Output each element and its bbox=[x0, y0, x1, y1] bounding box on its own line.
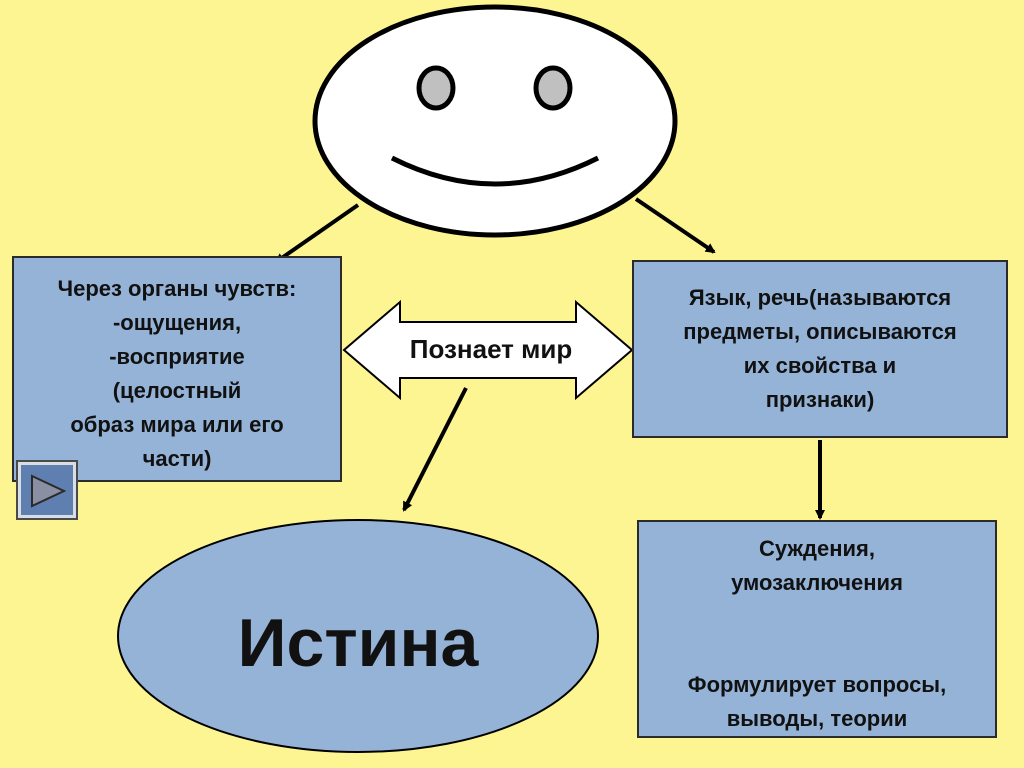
senses-line-1: Через органы чувств: bbox=[57, 276, 297, 301]
play-button[interactable] bbox=[16, 460, 78, 520]
judgments-line-2: умозаключения bbox=[731, 570, 903, 595]
truth-ellipse bbox=[117, 519, 599, 753]
senses-line-3: -восприятие bbox=[109, 344, 245, 369]
judgments-box: Суждения, умозаключения Формулирует вопр… bbox=[637, 520, 997, 738]
language-box: Язык, речь(называются предметы, описываю… bbox=[632, 260, 1008, 438]
language-line-2: предметы, описываются bbox=[683, 319, 957, 344]
judgments-line-4: выводы, теории bbox=[726, 706, 908, 731]
play-icon bbox=[31, 474, 67, 508]
language-line-3: их свойства и bbox=[743, 353, 897, 378]
arrow-face-to-senses bbox=[274, 203, 360, 264]
left-eye bbox=[416, 65, 456, 111]
right-eye bbox=[533, 65, 573, 111]
smile-mouth bbox=[390, 155, 600, 187]
arrow-center-to-truth bbox=[402, 387, 468, 512]
senses-box: Через органы чувств: -ощущения, -восприя… bbox=[12, 256, 342, 482]
arrow-face-to-language bbox=[634, 197, 716, 254]
smiley-face-icon bbox=[312, 4, 678, 238]
senses-line-2: -ощущения, bbox=[112, 310, 242, 335]
face-outline bbox=[312, 4, 678, 238]
senses-line-4: (целостный bbox=[112, 378, 242, 403]
judgments-line-3: Формулирует вопросы, bbox=[687, 672, 947, 697]
judgments-line-1: Суждения, bbox=[759, 536, 875, 561]
senses-line-6: части) bbox=[142, 446, 212, 471]
language-line-4: признаки) bbox=[765, 387, 875, 412]
language-line-1: Язык, речь(называются bbox=[688, 285, 952, 310]
truth-label: Истина bbox=[237, 605, 479, 681]
center-label: Познает мир bbox=[409, 334, 573, 364]
senses-line-5: образ мира или его bbox=[70, 412, 284, 437]
